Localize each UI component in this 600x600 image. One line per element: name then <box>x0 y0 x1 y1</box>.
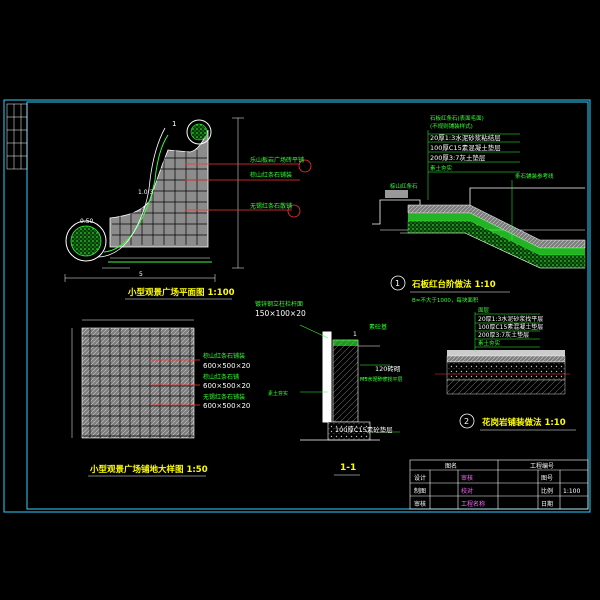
paving-callout-3: 棕山红条石铺 <box>203 373 239 381</box>
granite-layer-4: 200厚3:7灰土垫层 <box>478 331 529 339</box>
curb-note-2: 条石铺装参考线 <box>515 172 554 180</box>
granite-layer-5: 素土夯实 <box>478 339 501 347</box>
section-label-3: 素砼基 <box>369 323 387 331</box>
title-block-right-4: 1:100 <box>563 488 580 495</box>
title-block-r3c1: 审核 <box>414 500 426 508</box>
paving-callout-6: 600×500×20 <box>203 402 250 410</box>
granite-number: 2 <box>464 417 469 426</box>
section-label-1: 镀锌钢立柱栏杆面 <box>255 300 303 308</box>
curb-detail: 石板红条石(表面毛面) (不规则铺装样式) 20厚1:3水泥砂浆粘结层 100厚… <box>372 114 586 304</box>
section-title: 1-1 <box>340 463 356 473</box>
section-label-4: 120砖砌 <box>375 364 401 373</box>
curb-layer-3: 20厚1:3水泥砂浆粘结层 <box>430 133 501 142</box>
section-label-6: 100厚C15素砼垫层 <box>335 425 393 434</box>
title-block-right-3: 日期 <box>541 500 553 508</box>
granite-layer-1: 面层 <box>478 307 490 314</box>
section-dim: 1 <box>353 331 357 338</box>
title-block-r2c1: 制图 <box>414 487 426 495</box>
plaza-plan-title: 小型观景广场平面图 1:100 <box>127 287 235 298</box>
granite-detail: 面层 20厚1:3水泥砂浆找平层 100厚C15素混凝土垫层 200厚3:7灰土… <box>435 307 576 431</box>
title-block-r1c3: 审核 <box>461 474 473 482</box>
paving-callout-2: 600×500×20 <box>203 362 250 370</box>
title-block-r1c1: 设计 <box>414 474 426 482</box>
title-block-right-1: 图号 <box>541 475 553 482</box>
plan-dim-4: 5 <box>139 271 143 278</box>
plan-callout-2: 棕山红条石铺装 <box>250 171 292 179</box>
viewpoint-circle-small <box>186 119 212 145</box>
section-label-2: 150×100×20 <box>255 309 306 318</box>
plaza-paving-grid <box>112 150 207 245</box>
curb-layer-5: 200厚3:7灰土垫层 <box>430 153 486 162</box>
section-label-5: M5水泥砂浆找平层 <box>360 376 403 383</box>
curb-number: 1 <box>395 279 400 288</box>
plaza-plan: 1 0.50 1.0/3 5 乐山板岩广场砖平铺 棕山红条石铺装 无锡红条石散铺… <box>64 117 312 300</box>
curb-detail-title: 石板红台阶做法 1:10 <box>411 279 496 290</box>
granite-layer-3: 100厚C15素混凝土垫层 <box>478 323 543 331</box>
curb-layer-1: 石板红条石(表面毛面) <box>430 114 484 122</box>
paving-callout-1: 棕山红条石铺装 <box>203 352 245 360</box>
paving-detail-grid <box>82 328 194 438</box>
title-block <box>409 459 589 510</box>
paving-detail: 棕山红条石铺装 600×500×20 棕山红条石铺 600×500×20 无锡红… <box>71 319 250 477</box>
paving-callout-5: 无锡红条石铺装 <box>203 393 245 401</box>
granite-layer-2: 20厚1:3水泥砂浆找平层 <box>478 315 543 323</box>
section-label-7: 素土夯实 <box>268 390 288 397</box>
curb-layer-2: (不规则铺装样式) <box>430 122 473 130</box>
plaza-outline <box>109 129 209 248</box>
granite-detail-title: 花岗岩铺装做法 1:10 <box>482 417 566 428</box>
plan-dim-1: 1 <box>172 120 176 128</box>
plan-callout-3: 无锡红条石散铺 <box>250 202 292 210</box>
title-block-r2c3: 校对 <box>461 487 473 495</box>
curb-note-1: 棕山红条石 <box>390 182 418 190</box>
paving-callout-4: 600×500×20 <box>203 382 250 390</box>
title-block-r3c3: 工程名称 <box>461 500 485 508</box>
title-block-right-2: 比例 <box>541 487 553 495</box>
drawing-frame-inner <box>26 101 589 510</box>
curb-layer-6: 素土夯实 <box>430 164 453 172</box>
title-block-header-right: 工程编号 <box>530 462 554 470</box>
viewpoint-circle-large <box>65 220 107 262</box>
paving-detail-title: 小型观景广场铺地大样图 1:50 <box>89 464 208 475</box>
plan-callout-1: 乐山板岩广场砖平铺 <box>250 156 304 164</box>
title-block-header-left: 图名 <box>445 462 457 470</box>
plan-dim-3: 1.0/3 <box>138 189 154 196</box>
curb-layer-4: 100厚C15素混凝土垫层 <box>430 143 501 152</box>
drawing-frame-outer <box>3 99 591 513</box>
binding-strip <box>6 103 28 170</box>
plan-dim-2: 0.50 <box>80 218 94 225</box>
section-1-1: 镀锌钢立柱栏杆面 150×100×20 素砼基 120砖砌 M5水泥砂浆找平层 … <box>255 300 403 476</box>
curb-note-3: B=不大于1000，每块面积 <box>412 296 479 304</box>
